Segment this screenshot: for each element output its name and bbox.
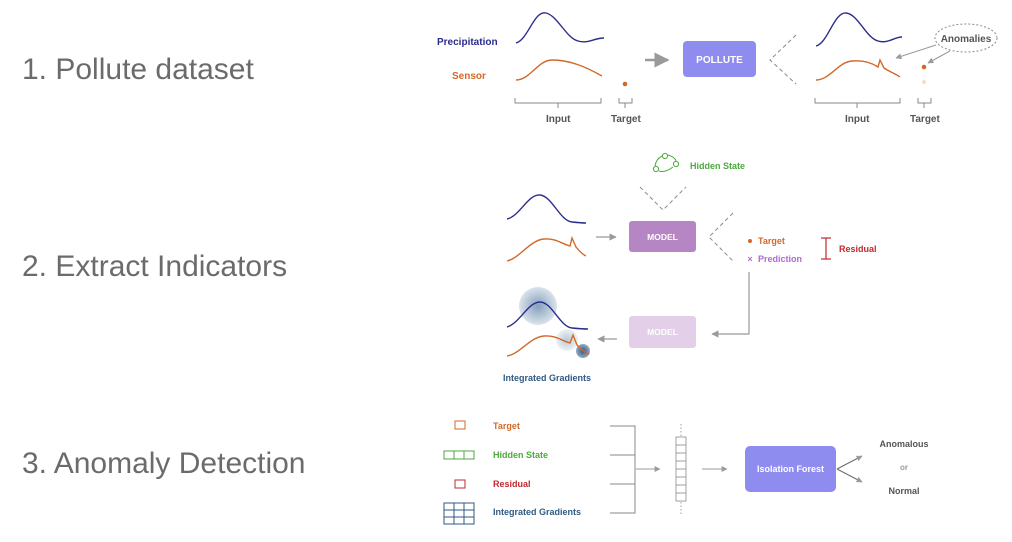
original-target-ghost-point xyxy=(922,80,926,84)
stage-1-pollute: Precipitation Sensor Input Target POLLUT… xyxy=(437,12,998,125)
input-sensor-line xyxy=(506,235,587,262)
polluted-target-point xyxy=(921,64,927,70)
feature-target-icon xyxy=(454,420,466,430)
model-box xyxy=(629,221,696,252)
feature-gradients-grid-icon xyxy=(443,502,475,525)
polluted-sensor-line xyxy=(815,58,901,81)
input-precipitation-line xyxy=(506,194,587,224)
or-label: or xyxy=(900,463,908,472)
target-legend-marker xyxy=(748,239,752,243)
gradient-sensor-line xyxy=(506,333,590,357)
target-label-right: Target xyxy=(910,114,940,125)
step-3-title: 3. Anomaly Detection xyxy=(22,447,306,480)
integrated-gradients-label: Integrated Gradients xyxy=(503,373,591,383)
target-label: Target xyxy=(611,114,641,125)
stage-2-indicators: Hidden State MODEL Target × Prediction R… xyxy=(503,152,877,383)
feature-hidden-state-icon xyxy=(443,450,475,460)
anomalies-label: Anomalies xyxy=(941,34,992,45)
step-1-title: 1. Pollute dataset xyxy=(22,53,254,86)
sensor-label: Sensor xyxy=(452,71,486,82)
feature-target-label: Target xyxy=(493,421,520,431)
gradient-blob-large xyxy=(519,287,557,325)
feature-residual-icon xyxy=(454,479,466,489)
pollute-label: POLLUTE xyxy=(696,55,743,66)
prediction-legend-label: Prediction xyxy=(758,254,802,264)
model-label: MODEL xyxy=(647,232,678,242)
gradient-precipitation-line xyxy=(506,301,589,330)
hidden-state-label: Hidden State xyxy=(690,161,745,171)
target-bracket-right xyxy=(917,98,932,104)
arrow-to-model-faded xyxy=(711,272,750,338)
feature-residual-label: Residual xyxy=(493,479,531,489)
arrow-to-anomalous xyxy=(836,455,863,470)
stage-3-detection: Target Hidden State Residual Integrated … xyxy=(443,420,929,525)
feature-concat-bracket xyxy=(610,425,636,514)
target-bracket xyxy=(618,98,633,104)
input-bracket xyxy=(514,98,602,104)
anomalous-label: Anomalous xyxy=(879,439,928,449)
pollute-box xyxy=(683,41,756,77)
target-legend-label: Target xyxy=(758,236,785,246)
anomalies-callout xyxy=(934,23,998,53)
feature-gradients-label: Integrated Gradients xyxy=(493,507,581,517)
residual-label: Residual xyxy=(839,244,877,254)
arrow-to-normal xyxy=(836,468,863,483)
precipitation-series-line xyxy=(515,12,605,44)
precipitation-label: Precipitation xyxy=(437,37,498,48)
input-label: Input xyxy=(546,114,571,125)
feature-hidden-state-label: Hidden State xyxy=(493,450,548,460)
prediction-legend-marker: × xyxy=(747,254,752,264)
input-label-right: Input xyxy=(845,114,870,125)
residual-marker xyxy=(821,237,831,260)
isolation-forest-label: Isolation Forest xyxy=(757,464,824,474)
anomaly-pointer-1 xyxy=(895,44,937,60)
sensor-series-line xyxy=(515,59,603,81)
polluted-precipitation-line xyxy=(815,12,903,47)
hidden-state-cycle-icon xyxy=(652,152,680,173)
hidden-state-chevron xyxy=(639,186,687,211)
input-bracket-right xyxy=(814,98,901,104)
feature-vector xyxy=(675,424,687,514)
pollute-output-chevron xyxy=(769,34,797,85)
anomaly-pointer-2 xyxy=(927,50,951,64)
isolation-forest-box xyxy=(745,446,836,492)
model-faded-box xyxy=(629,316,696,348)
step-2-title: 2. Extract Indicators xyxy=(22,250,288,283)
model-faded-label: MODEL xyxy=(647,327,678,337)
model-output-chevron xyxy=(708,212,734,262)
normal-label: Normal xyxy=(888,486,919,496)
target-point xyxy=(622,81,628,87)
